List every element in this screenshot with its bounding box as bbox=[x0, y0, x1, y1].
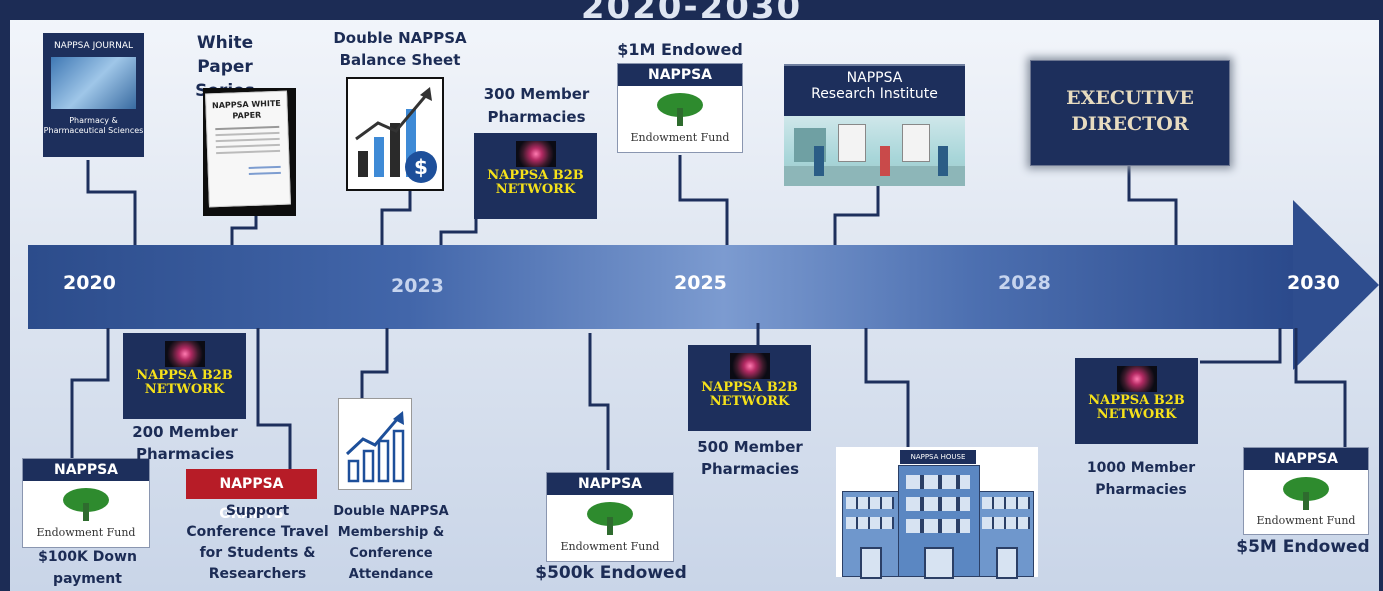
b2b-network-text: NAPPSA B2B NETWORK bbox=[487, 168, 584, 197]
member-200-label: 200 Member Pharmacies bbox=[132, 423, 238, 463]
executive-director-box: EXECUTIVE DIRECTOR bbox=[1030, 60, 1230, 166]
timeline-arrow bbox=[28, 200, 1383, 370]
endowment-fund-card-5m: NAPPSA Endowment Fund bbox=[1243, 447, 1369, 535]
growth-chart-icon bbox=[338, 398, 412, 490]
svg-text:$: $ bbox=[414, 155, 428, 179]
membership-text: Double NAPPSA Membership & Conference At… bbox=[333, 504, 449, 582]
white-paper-doc-title: NAPPSA WHITE PAPER bbox=[211, 98, 281, 121]
research-lab-illustration bbox=[784, 116, 965, 186]
exec-line2: DIRECTOR bbox=[1071, 113, 1189, 135]
endowment-fund-card-500k: NAPPSA Endowment Fund bbox=[546, 472, 674, 562]
b2b-network-text: NAPPSA B2B NETWORK bbox=[701, 380, 798, 409]
exec-line1: EXECUTIVE bbox=[1066, 87, 1194, 109]
member-1000-label: 1000 Member Pharmacies bbox=[1086, 460, 1196, 498]
house-sign: NAPPSA HOUSE bbox=[900, 450, 976, 464]
b2b-network-text: NAPPSA B2B NETWORK bbox=[1088, 393, 1185, 422]
year-2030: 2030 bbox=[1287, 272, 1340, 294]
endowment-org: NAPPSA bbox=[618, 64, 742, 86]
banner-title: 2020-2030 bbox=[580, 0, 803, 20]
endowment-fund-card-100k: NAPPSA Endowment Fund bbox=[22, 458, 150, 548]
white-paper-doc: NAPPSA WHITE PAPER bbox=[203, 88, 296, 216]
b2b-network-1000: NAPPSA B2B NETWORK bbox=[1075, 358, 1198, 444]
b2b-network-300: NAPPSA B2B NETWORK bbox=[474, 133, 597, 219]
endowment-fund-text: Endowment Fund bbox=[560, 540, 660, 553]
b2b-network-text: NAPPSA B2B NETWORK bbox=[136, 368, 233, 397]
nappsa-house-building: NAPPSA HOUSE bbox=[836, 447, 1038, 579]
lab-image bbox=[51, 57, 136, 109]
endowment-fund-card-1m: NAPPSA Endowment Fund bbox=[617, 63, 743, 153]
firework-icon bbox=[729, 353, 770, 379]
bar-chart-dollar-icon: $ bbox=[346, 77, 444, 191]
down-payment-label: $100K Down payment bbox=[38, 549, 137, 587]
year-2023: 2023 bbox=[391, 275, 444, 297]
endowed-500k-label: $500k Endowed bbox=[535, 563, 687, 583]
research-line2: Research Institute bbox=[811, 86, 938, 102]
timeline-arrow-head bbox=[1293, 200, 1379, 370]
year-2020: 2020 bbox=[63, 272, 116, 294]
b2b-network-200: NAPPSA B2B NETWORK bbox=[123, 333, 246, 419]
journal-title: NAPPSA JOURNAL bbox=[53, 41, 134, 51]
tree-icon bbox=[63, 488, 109, 521]
b2b-network-500: NAPPSA B2B NETWORK bbox=[688, 345, 811, 431]
tree-icon bbox=[657, 93, 703, 126]
firework-icon bbox=[515, 141, 556, 167]
tree-icon bbox=[1283, 477, 1329, 510]
journal-cover: NAPPSA JOURNAL Pharmacy & Pharmaceutical… bbox=[43, 33, 144, 157]
endowment-org: NAPPSA bbox=[23, 459, 149, 481]
endowed-1m-label: $1M Endowed bbox=[617, 40, 743, 59]
balance-sheet-label: Double NAPPSA Balance Sheet bbox=[333, 29, 467, 69]
firework-icon bbox=[1116, 366, 1157, 392]
endowed-5m-label: $5M Endowed bbox=[1236, 537, 1370, 557]
timeline-arrow-body bbox=[28, 245, 1293, 329]
endowment-org: NAPPSA bbox=[547, 473, 673, 495]
endowment-org: NAPPSA bbox=[1244, 448, 1368, 470]
journal-subtitle: Pharmacy & Pharmaceutical Sciences bbox=[43, 116, 144, 135]
grants-text: Support Conference Travel for Students &… bbox=[186, 503, 329, 582]
grants-badge: NAPPSA GRANTS bbox=[186, 469, 317, 522]
right-border bbox=[1379, 20, 1383, 591]
endowment-fund-text: Endowment Fund bbox=[36, 526, 136, 539]
year-2028: 2028 bbox=[998, 272, 1051, 294]
research-institute-card: NAPPSA Research Institute bbox=[784, 64, 965, 186]
member-300-label: 300 Member Pharmacies bbox=[483, 85, 590, 126]
top-banner: 2020-2030 bbox=[0, 0, 1383, 20]
left-border bbox=[0, 20, 10, 591]
endowment-fund-text: Endowment Fund bbox=[630, 131, 730, 144]
tree-icon bbox=[587, 502, 633, 535]
year-2025: 2025 bbox=[674, 272, 727, 294]
firework-icon bbox=[164, 341, 205, 367]
endowment-fund-text: Endowment Fund bbox=[1256, 514, 1356, 527]
research-line1: NAPPSA bbox=[846, 70, 903, 86]
member-500-label: 500 Member Pharmacies bbox=[697, 438, 803, 478]
